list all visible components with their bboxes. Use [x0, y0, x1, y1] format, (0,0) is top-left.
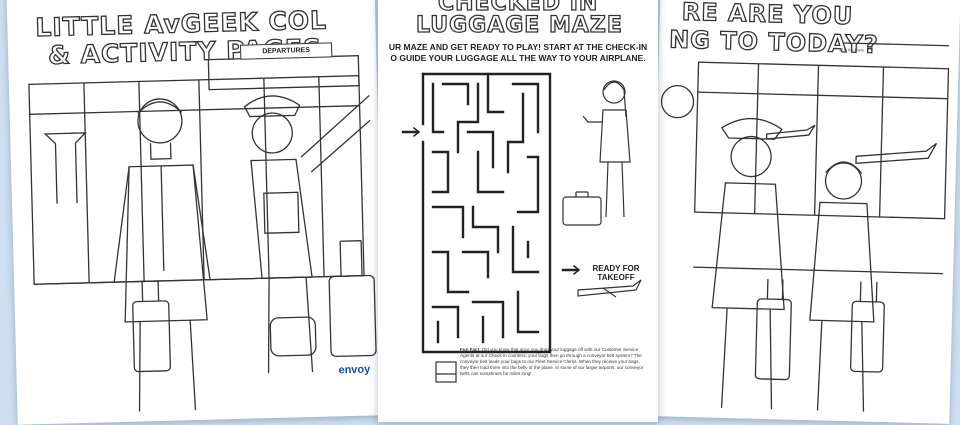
fun-fact-body: Did you know that once you drop your lug…: [460, 347, 643, 376]
fun-fact-text: Fun Fact: Did you know that once you dro…: [460, 347, 648, 377]
fun-fact-label: Fun Fact:: [460, 347, 481, 352]
terminal-scene-illustration: [6, 0, 385, 425]
coloring-page-destination: RE ARE YOU NG TO TODAY? fill in the blan…: [649, 0, 960, 424]
coloring-page-cover: LITTLE AvGEEK COL & ACTIVITY PAGES: [6, 0, 385, 425]
ready-for-takeoff-label: READY FOR TAKEOFF: [586, 264, 646, 282]
envoy-logo: envoy: [338, 363, 370, 376]
crew-scene-illustration: [649, 0, 960, 424]
departures-sign: DEPARTURES: [240, 42, 332, 59]
luggage-maze-page: CHECKED IN LUGGAGE MAZE UR MAZE AND GET …: [378, 0, 658, 422]
ready-line-2: TAKEOFF: [597, 273, 634, 282]
ready-line-1: READY FOR: [593, 264, 640, 273]
